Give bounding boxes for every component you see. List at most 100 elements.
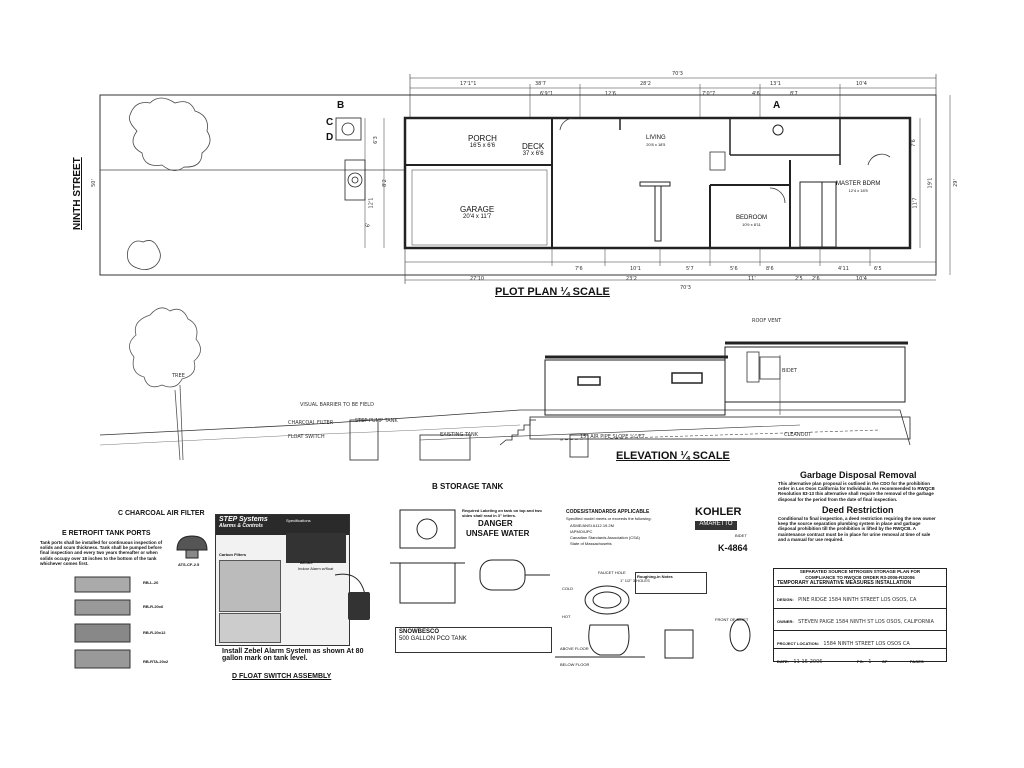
dim-side: 8'2: [381, 179, 388, 187]
date-value: 11-15-2006: [793, 659, 823, 665]
dim-bottom: 4'11: [838, 266, 849, 272]
note-roof-vent: ROOF VENT: [752, 318, 782, 324]
front-bidet-label: FRONT OF BIDET: [715, 617, 749, 622]
step-subtitle: Alarms & Controls: [219, 523, 263, 529]
tank-label-note: Required Labeling on tank on top and two…: [462, 508, 542, 518]
holes-label: 1" 1/2" 3 HOLES: [620, 578, 650, 583]
tank-brand: SNOWBESCO: [399, 629, 440, 635]
street-dimension: 50': [90, 179, 97, 187]
marker-a: A: [773, 100, 781, 111]
dim-side: 12'1: [368, 197, 375, 209]
dim-top: 6'9"1: [540, 91, 554, 97]
owner-value: STEVEN PAIGE 1584 NINTH ST LOS OSOS, CAL…: [798, 619, 934, 625]
dim-bottom: 5'6: [730, 266, 738, 272]
codes-sub: Specified model meets or exceeds the fol…: [566, 516, 652, 521]
retrofit-text: Tank ports shall be installed for contin…: [40, 540, 163, 566]
elevation-drawing: [99, 307, 911, 461]
charcoal-filter-heading: C CHARCOAL AIR FILTER: [118, 510, 205, 517]
retrofit-heading: E RETROFIT TANK PORTS: [62, 530, 151, 537]
cold-label: COLD: [562, 586, 574, 591]
note-tree: TREE: [172, 373, 185, 379]
port-model: RB-RTA-20x2: [143, 659, 169, 664]
alarm-sub: Indoor Alarm w/float: [298, 566, 334, 571]
code-item: State of Massachusetts: [570, 541, 612, 546]
pages-label: PAGES: [909, 659, 924, 664]
roughing-notes-box: Roughing-in Notes: [635, 572, 707, 594]
title-block: SEPARATED SOURCE NITROGEN STORAGE PLAN F…: [773, 568, 947, 665]
pg-label: PG.: [856, 659, 864, 664]
note-cleanout: CLEANOUT: [784, 432, 812, 438]
codes-title: CODES/STANDARDS APPLICABLE: [566, 509, 650, 515]
dim-top: 4'6: [752, 91, 760, 97]
deed-title: Deed Restriction: [822, 505, 894, 515]
code-item: ASME/ANSI A112.19.2M: [570, 523, 614, 528]
float-switch-heading: D FLOAT SWITCH ASSEMBLY: [232, 673, 332, 680]
plot-plan-drawing: [99, 74, 951, 284]
tree-icon: [129, 307, 201, 388]
dim-bottom: 5'7: [686, 266, 694, 272]
title-line-1: SEPARATED SOURCE NITROGEN STORAGE PLAN F…: [799, 569, 921, 574]
dim-top: 10'4: [856, 81, 867, 87]
of-label: OF: [881, 659, 888, 664]
tank-capacity: 500 GALLON PCO TANK: [399, 636, 467, 642]
charcoal-filter-icon: [176, 535, 208, 559]
dim-top: 28'2: [640, 81, 651, 87]
dim-bottom: 27'10: [470, 276, 485, 282]
garbage-title: Garbage Disposal Removal: [800, 470, 917, 480]
house-outline: [403, 116, 912, 250]
dim-top: 38'7: [535, 81, 546, 87]
kohler-logo: KOHLER: [695, 506, 742, 518]
kohler-model: AMARETTO: [695, 521, 737, 530]
note-step-pump-tank: STEP PUMP TANK: [355, 418, 398, 424]
dim-top: 7'0"7: [702, 91, 716, 97]
owner-label: OWNER:: [777, 619, 794, 624]
dim-bottom: 10'1: [630, 266, 641, 272]
dim-bottom: 2'5: [795, 276, 803, 282]
hot-label: HOT: [562, 614, 571, 619]
dim-side: 6'3: [372, 136, 379, 144]
elevation-title: ELEVATION ¼ SCALE: [616, 450, 730, 462]
kohler-type: BIDET: [735, 533, 747, 538]
location-label: PROJECT LOCATION:: [777, 641, 819, 646]
float-switch-icon: [334, 573, 370, 620]
marker-d: D: [326, 132, 334, 143]
street-label: NINTH STREET: [72, 157, 83, 230]
code-item: IAPMO/UPC: [570, 529, 593, 534]
dim-top: 13'1: [770, 81, 781, 87]
title-line-3: TEMPORARY ALTERNATIVE MEASURES INSTALLAT…: [774, 580, 946, 587]
lot-boundary: [99, 94, 937, 276]
note-bidet: BIDET: [782, 368, 797, 374]
note-float-switch: FLOAT SWITCH: [288, 434, 325, 440]
faucet-hole-label: FAUCET HOLE: [598, 570, 626, 575]
filter-model: ATS-CF-2.5: [178, 562, 200, 567]
dim-bottom: 8'6: [766, 266, 774, 272]
bidet-roughing-drawing: [555, 585, 751, 659]
alarm-note: Install Zebel Alarm System as shown At 8…: [222, 648, 364, 662]
step-title: STEP Systems: [219, 516, 268, 523]
dim-top: 8'7: [790, 91, 798, 97]
dim-top: 17'1"1: [460, 81, 477, 87]
note-existing-tank: EXISTING TANK: [440, 432, 479, 438]
dim-top: 12'6: [605, 91, 616, 97]
note-air-pipe: 15" AIR PIPE SLOPE ¼"/FT: [580, 434, 645, 440]
alarm-model: AC-A-I: [300, 560, 313, 565]
storage-tank-drawing: [390, 509, 550, 604]
dim-bottom: 70'3: [680, 285, 691, 291]
dim-top: 70'3: [672, 71, 683, 77]
dim-bottom: 23'2: [626, 276, 637, 282]
above-floor-label: ABOVE FLOOR: [560, 646, 589, 651]
dim-bottom: 7'6: [575, 266, 583, 272]
dim-side: 6': [365, 222, 372, 228]
marker-b: B: [337, 100, 345, 111]
tank-title-box: SNOWBESCO 500 GALLON PCO TANK: [395, 627, 552, 653]
tree-icon: [128, 97, 211, 171]
pg-value: 1: [868, 659, 872, 665]
port-model: RB-R-20x6: [143, 604, 164, 609]
port-model: RB-L-20: [143, 580, 159, 585]
below-floor-label: BELOW FLOOR: [560, 662, 590, 667]
